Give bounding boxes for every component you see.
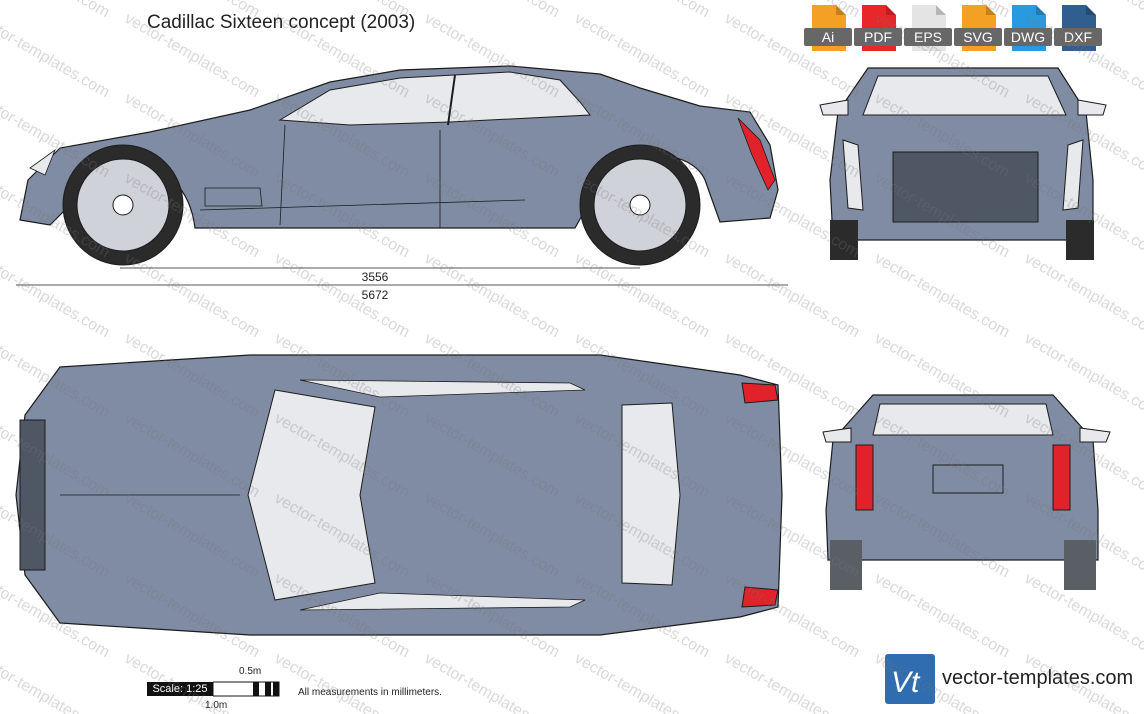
top-side-glass (299, 379, 586, 611)
format-icon-svg[interactable]: SVG (954, 5, 1002, 51)
scale-label: Scale: 1:25 (147, 682, 213, 696)
front-wheel (62, 144, 184, 266)
front-tire-right (1066, 220, 1094, 260)
rear-wheel (579, 144, 701, 266)
top-rear-window (621, 402, 681, 586)
format-icon-dxf[interactable]: DXF (1054, 5, 1102, 51)
side-vent (204, 187, 263, 207)
top-view (15, 354, 783, 636)
rear-plate (932, 464, 1004, 494)
watermark-text: vector-templates.com (271, 650, 413, 714)
length-label: 5672 (361, 288, 389, 302)
format-label: PDF (854, 28, 902, 46)
side-headlight (29, 148, 56, 176)
scale-ruler (213, 681, 280, 697)
front-grille (892, 151, 1039, 223)
watermark-text: vector-templates.com (421, 650, 563, 714)
watermark-text: vector-templates.com (421, 0, 563, 22)
format-label: DXF (1054, 28, 1102, 46)
watermark-text: vector-templates.com (0, 650, 113, 714)
top-body (15, 354, 783, 636)
side-pillar (447, 74, 456, 126)
wheelbase-label: 3556 (361, 270, 389, 284)
brand-logo-icon: Vt (885, 654, 935, 704)
side-crease (199, 199, 526, 211)
measurement-note: All measurements in millimeters. (298, 687, 442, 698)
rear-view (822, 394, 1111, 590)
svg-text:Vt: Vt (891, 666, 921, 699)
format-label: SVG (954, 28, 1002, 46)
front-tire-left (830, 220, 858, 260)
rear-mirrors (822, 427, 1111, 443)
front-view (819, 67, 1107, 260)
front-windshield (862, 75, 1067, 116)
side-tail-light (737, 117, 776, 191)
watermark-text: vector-templates.com (571, 650, 713, 714)
format-label: EPS (904, 28, 952, 46)
format-icon-ai[interactable]: Ai (804, 5, 852, 51)
scale-one-meter: 1.0m (205, 700, 228, 711)
format-label: DWG (1004, 28, 1052, 46)
format-icon-eps[interactable]: EPS (904, 5, 952, 51)
side-door-line (279, 124, 441, 228)
scale-half-meter: 0.5m (239, 666, 262, 677)
brand-name[interactable]: vector-templates.com (942, 667, 1134, 689)
format-icon-dwg[interactable]: DWG (1004, 5, 1052, 51)
front-mirrors (819, 99, 1107, 116)
rear-body (825, 394, 1099, 561)
watermark-text: vector-templates.com (0, 0, 112, 22)
rear-window (872, 403, 1054, 436)
rear-tire-right (1064, 540, 1096, 590)
watermark-text: vector-templates.com (571, 0, 713, 22)
rear-tire-left (830, 540, 862, 590)
front-headlight-right (1062, 139, 1084, 211)
side-windows (278, 71, 591, 126)
format-label: Ai (804, 28, 852, 46)
page-title: Cadillac Sixteen concept (2003) (147, 12, 416, 33)
rear-lights (855, 444, 1071, 511)
top-tail-lights (741, 382, 779, 608)
top-grille (19, 419, 46, 571)
side-view (16, 65, 788, 286)
watermark-text: vector-templates.com (721, 650, 863, 714)
top-windshield (247, 389, 376, 601)
front-headlight-left (842, 139, 864, 211)
format-icon-pdf[interactable]: PDF (854, 5, 902, 51)
